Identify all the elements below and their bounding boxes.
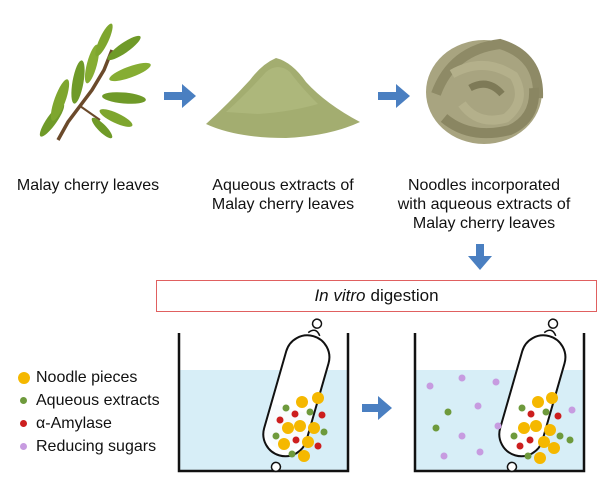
legend: Noodle pieces Aqueous extracts α-Amylase… [18, 366, 160, 458]
particle-dot [556, 432, 564, 440]
particle-dot [458, 374, 466, 382]
particle-dot [527, 410, 535, 418]
in-vitro-digestion-title: In vitro digestion [156, 280, 597, 312]
legend-label: Noodle pieces [36, 368, 138, 386]
particle-dot [320, 428, 328, 436]
step-label-noodles: Noodles incorporated with aqueous extrac… [384, 176, 584, 233]
arrow-right-1 [164, 84, 196, 108]
particle-dot [318, 411, 326, 419]
particle-dot [538, 436, 550, 448]
particle-dot [294, 420, 306, 432]
particle-dot [554, 412, 562, 420]
particle-dot [532, 396, 544, 408]
particle-dot [516, 442, 524, 450]
particle-dot [426, 382, 434, 390]
particle-dot [518, 404, 526, 412]
particle-dot [476, 448, 484, 456]
particles [272, 374, 576, 464]
step-label-line: with aqueous extracts of [397, 196, 571, 213]
step-label-line: Noodles incorporated [407, 177, 561, 194]
noodle-dot-icon [18, 371, 30, 384]
title-italic: In vitro [314, 286, 366, 305]
legend-item-amylase: α-Amylase [18, 412, 160, 435]
particle-dot [494, 422, 502, 430]
amylase-dot-icon [20, 420, 27, 427]
particle-dot [542, 408, 550, 416]
particle-dot [544, 424, 556, 436]
particle-dot [530, 420, 542, 432]
legend-item-aqueous-extracts: Aqueous extracts [18, 389, 160, 412]
sugar-dot-icon [20, 443, 27, 450]
particle-dot [548, 442, 560, 454]
step-label-leaves: Malay cherry leaves [8, 176, 168, 195]
particle-dot [534, 452, 546, 464]
particle-dot [282, 422, 294, 434]
particle-dot [288, 450, 296, 458]
particle-dot [314, 442, 322, 450]
particle-dot [458, 432, 466, 440]
step-label-line: Aqueous extracts of [212, 177, 354, 194]
legend-label: Aqueous extracts [36, 391, 160, 409]
particle-dot [298, 450, 310, 462]
legend-label: Reducing sugars [36, 437, 157, 455]
particle-dot [312, 392, 324, 404]
particle-dot [546, 392, 558, 404]
dialysis-bag-2 [498, 318, 567, 473]
step-label-line: Malay cherry leaves [412, 215, 556, 232]
particle-dot [306, 408, 314, 416]
legend-item-noodle-pieces: Noodle pieces [18, 366, 160, 389]
arrow-down [468, 244, 492, 270]
noodles-image [426, 38, 544, 144]
step-label-line: Malay cherry leaves [16, 177, 160, 194]
particle-dot [568, 406, 576, 414]
arrow-right-3 [362, 396, 392, 420]
particle-dot [296, 396, 308, 408]
particle-dot [444, 408, 452, 416]
particle-dot [524, 452, 532, 460]
particle-dot [292, 436, 300, 444]
legend-label: α-Amylase [36, 414, 112, 432]
arrow-right-2 [378, 84, 410, 108]
particle-dot [440, 452, 448, 460]
particle-dot [282, 404, 290, 412]
particle-dot [526, 436, 534, 444]
particle-dot [272, 432, 280, 440]
step-label-extracts: Aqueous extracts of Malay cherry leaves [198, 176, 368, 214]
particle-dot [432, 424, 440, 432]
title-rest: digestion [370, 286, 439, 305]
particle-dot [276, 416, 284, 424]
particle-dot [278, 438, 290, 450]
legend-item-reducing-sugars: Reducing sugars [18, 435, 160, 458]
particle-dot [474, 402, 482, 410]
particle-dot [518, 422, 530, 434]
step-label-line: Malay cherry leaves [211, 196, 355, 213]
aqueous-extract-powder-image [206, 58, 360, 138]
particle-dot [492, 378, 500, 386]
particle-dot [291, 410, 299, 418]
particle-dot [308, 422, 320, 434]
malay-cherry-leaves-image [39, 23, 151, 141]
particle-dot [510, 432, 518, 440]
particle-dot [302, 436, 314, 448]
particle-dot [566, 436, 574, 444]
extract-dot-icon [20, 397, 27, 404]
